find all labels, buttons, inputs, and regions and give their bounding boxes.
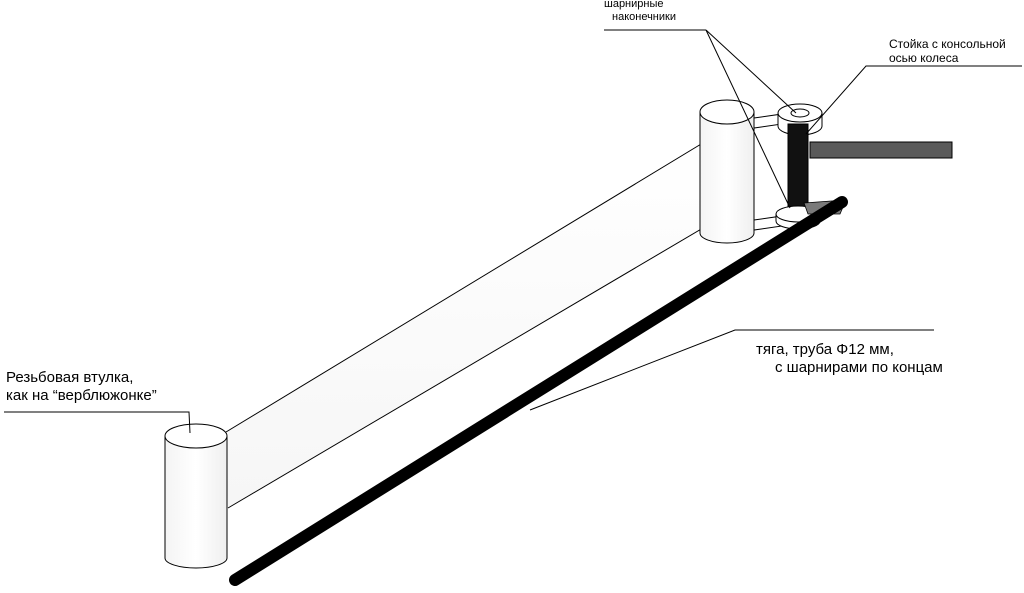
tie-rod — [229, 196, 848, 586]
wheel-axle — [809, 141, 953, 159]
joint-tips-text-1: шарнирные — [604, 0, 664, 10]
label-joint-tips: шарнирные наконечники — [604, 0, 676, 23]
leader-lines — [4, 29, 1022, 434]
post-text-2: осью колеса — [889, 51, 959, 65]
bushing-text-1: Резьбовая втулка, — [6, 369, 133, 386]
vertical-post — [787, 123, 809, 213]
label-bushing: Резьбовая втулка, как на “верблюжонке” — [6, 369, 157, 404]
threaded-bushing — [164, 423, 228, 569]
rod-text-1: тяга, труба Φ12 мм, — [756, 341, 894, 358]
hub-cylinder — [699, 99, 755, 244]
post-text-1: Стойка с консольной — [889, 37, 1006, 51]
label-post: Стойка с консольной осью колеса — [889, 37, 1006, 65]
main-tube — [225, 131, 750, 509]
upper-joint-tip — [753, 103, 823, 136]
label-tie-rod: тяга, труба Φ12 мм, с шарнирами по конца… — [756, 341, 943, 376]
rod-text-2: с шарнирами по концам — [775, 359, 943, 376]
joint-tips-text-2: наконечники — [612, 11, 676, 23]
bushing-text-2: как на “верблюжонке” — [6, 387, 157, 404]
